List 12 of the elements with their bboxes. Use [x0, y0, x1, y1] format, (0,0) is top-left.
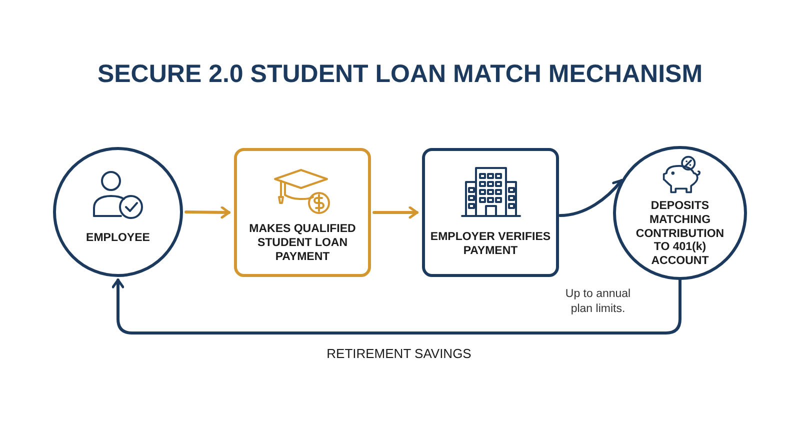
- arrow: [372, 206, 418, 219]
- node-label: MAKES QUALIFIED STUDENT LOAN PAYMENT: [248, 223, 357, 264]
- diagram-title: SECURE 2.0 STUDENT LOAN MATCH MECHANISM: [96, 60, 704, 89]
- process-box: [422, 148, 559, 277]
- node-label: DEPOSITS MATCHING CONTRIBUTION TO 401(k) ACCOUNT: [634, 200, 726, 269]
- arrow: [112, 278, 682, 334]
- node-label: EMPLOYER VERIFIES PAYMENT: [429, 231, 552, 259]
- process-box: [234, 148, 371, 277]
- note-text: Up to annual plan limits.: [564, 287, 632, 317]
- arrow: [558, 178, 624, 217]
- arrow: [184, 206, 230, 219]
- node-label: EMPLOYEE: [85, 232, 151, 246]
